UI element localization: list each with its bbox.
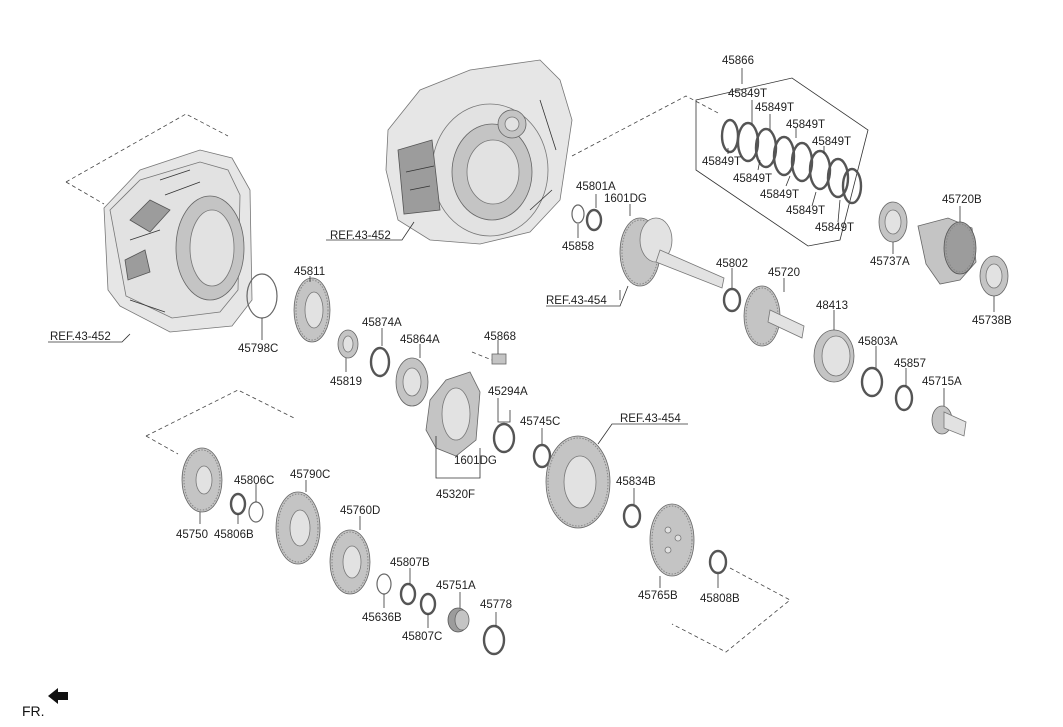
gear-45750 <box>181 447 223 524</box>
washer-45745C <box>532 428 552 469</box>
transmission-case-left <box>103 149 253 333</box>
bolt-45868 <box>471 340 507 365</box>
label-45745C: 45745C <box>520 416 560 428</box>
label-45760D: 45760D <box>340 505 380 517</box>
front-direction-indicator: FR. <box>22 688 68 719</box>
label-45811: 45811 <box>294 266 325 278</box>
bearing-45738B <box>979 255 1009 312</box>
label-45849T: 45849T <box>702 156 741 168</box>
label-45720B: 45720B <box>942 194 982 206</box>
bearing-45636B <box>376 573 392 608</box>
gear-45811 <box>293 276 331 343</box>
label-45751A: 45751A <box>436 580 476 592</box>
label-45849T: 45849T <box>786 119 825 131</box>
ring-gear-48413 <box>813 310 855 383</box>
washer-45874A <box>369 328 391 378</box>
snap-ring-45778 <box>482 612 506 656</box>
washer-45806B <box>229 492 247 524</box>
gear-45790C <box>275 480 321 565</box>
arrow-left-icon <box>48 688 68 704</box>
label-45801A: 45801A <box>576 181 616 193</box>
label-45715A: 45715A <box>922 376 962 388</box>
seal-45294A <box>492 398 516 454</box>
label-1601DG: 1601DG <box>604 193 647 205</box>
front-label: FR. <box>22 703 45 719</box>
housing-45320F <box>425 371 481 479</box>
pinion-45715A <box>931 388 967 437</box>
label-45294A: 45294A <box>488 386 528 398</box>
snap-ring-45798C <box>246 273 278 340</box>
label-45857: 45857 <box>894 358 926 370</box>
label-45874A: 45874A <box>362 317 402 329</box>
transmission-case-upper <box>385 59 573 245</box>
label-45807C: 45807C <box>402 631 442 643</box>
bearing-45864A <box>395 344 429 407</box>
label-45819: 45819 <box>330 376 362 388</box>
label-45868: 45868 <box>484 331 516 343</box>
label-45806B: 45806B <box>214 529 254 541</box>
part-labels: 45866 45849T 45849T 45849T 45849T 45849T… <box>176 55 1012 643</box>
washer-45834B <box>622 488 642 529</box>
label-45798C: 45798C <box>238 343 278 355</box>
label-48413: 48413 <box>816 300 848 312</box>
ref-label-43-452-left: REF.43-452 <box>50 331 111 343</box>
bearing-45857 <box>894 368 914 412</box>
washer-45802 <box>722 268 742 313</box>
seal-ring-group <box>720 118 863 205</box>
label-1601DG: 1601DG <box>454 455 497 467</box>
label-45807B: 45807B <box>390 557 430 569</box>
label-45803A: 45803A <box>858 336 898 348</box>
label-45738B: 45738B <box>972 315 1012 327</box>
gear-45720 <box>743 278 805 347</box>
ref-label-43-452-top: REF.43-452 <box>330 230 391 242</box>
reference-labels: REF.43-452 REF.43-452 REF.43-454 REF.43-… <box>50 230 681 425</box>
label-45849T: 45849T <box>733 173 772 185</box>
label-45858: 45858 <box>562 241 594 253</box>
gear-45720B <box>917 206 977 285</box>
label-45636B: 45636B <box>362 612 402 624</box>
washer-45806C <box>248 484 264 523</box>
label-45802: 45802 <box>716 258 748 270</box>
ref-label-43-454-shaft: REF.43-454 <box>546 295 607 307</box>
washer-45807B <box>399 568 417 606</box>
label-45790C: 45790C <box>290 469 330 481</box>
ref-label-43-454-gear: REF.43-454 <box>620 413 681 425</box>
label-45849T: 45849T <box>755 102 794 114</box>
label-45849T: 45849T <box>786 205 825 217</box>
label-45849T: 45849T <box>812 136 851 148</box>
bearing-45737A <box>878 201 908 254</box>
bearing-45819 <box>337 329 359 372</box>
label-45849T: 45849T <box>728 88 767 100</box>
gear-45765B <box>649 503 695 588</box>
label-45834B: 45834B <box>616 476 656 488</box>
gear-large-ref-454 <box>545 423 688 529</box>
dashed-boundaries <box>65 95 791 653</box>
label-45720: 45720 <box>768 267 800 279</box>
label-45808B: 45808B <box>700 593 740 605</box>
label-45849T: 45849T <box>760 189 799 201</box>
washer-45803A <box>860 346 884 398</box>
label-45866: 45866 <box>722 55 754 67</box>
washer-45807C <box>419 592 437 628</box>
label-45750: 45750 <box>176 529 208 541</box>
label-45806C: 45806C <box>234 475 274 487</box>
label-45737A: 45737A <box>870 256 910 268</box>
label-45778: 45778 <box>480 599 512 611</box>
label-45320F: 45320F <box>436 489 475 501</box>
bearing-45751A <box>447 592 470 633</box>
washer-45858 <box>571 204 585 238</box>
washer-45808B <box>708 549 728 588</box>
label-45765B: 45765B <box>638 590 678 602</box>
gear-45760D <box>329 516 371 595</box>
ring-kit-45866 <box>695 68 869 247</box>
label-45849T: 45849T <box>815 222 854 234</box>
washer-45801A <box>585 194 603 232</box>
label-45864A: 45864A <box>400 334 440 346</box>
shaft-gear-assembly <box>619 204 725 300</box>
